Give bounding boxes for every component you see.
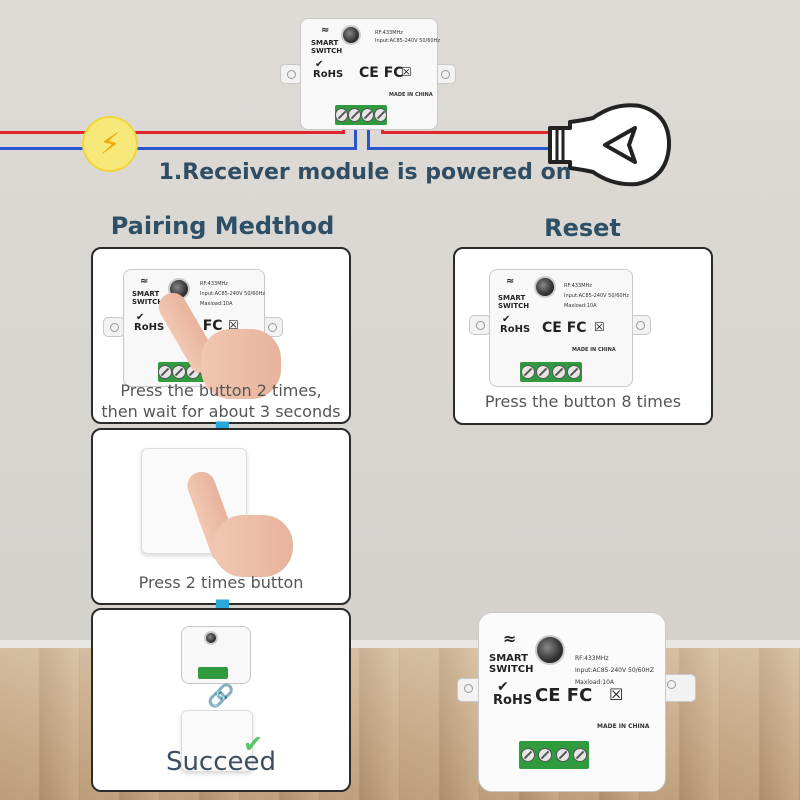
wire-drop xyxy=(367,112,370,150)
check-icon: ✔ xyxy=(502,314,511,325)
module-brand: SMART SWITCH xyxy=(132,290,164,306)
weee-icon: ☒ xyxy=(609,685,624,704)
weee-icon: ☒ xyxy=(594,320,605,334)
neutral-wire xyxy=(0,147,355,150)
step-1-caption-line1: Press the button 2 times, xyxy=(120,381,322,400)
module-brand: SMART SWITCH xyxy=(498,294,530,310)
live-wire-out xyxy=(383,131,548,134)
terminal-block xyxy=(335,105,387,125)
wifi-icon: ≈ xyxy=(321,25,330,36)
rohs-mark: RoHS xyxy=(500,324,531,335)
module-made: MADE IN CHINA xyxy=(597,723,650,730)
terminal-block xyxy=(198,667,228,679)
step-2-caption: Press 2 times button xyxy=(138,573,304,592)
live-wire xyxy=(0,131,345,134)
weee-icon: ☒ xyxy=(228,318,239,332)
module-maxload: Maxload:10A xyxy=(564,303,597,309)
rohs-mark: RoHS xyxy=(134,322,165,333)
step-1-caption-line2: then wait for about 3 seconds xyxy=(101,402,341,421)
pressing-hand-palm xyxy=(213,515,293,577)
module-input: Input:AC85-240V 50/60Hz xyxy=(375,38,440,44)
terminal-block xyxy=(519,741,589,769)
pairing-title: Pairing Medthod xyxy=(110,212,335,240)
check-icon: ✔ xyxy=(243,730,264,758)
module-made: MADE IN CHINA xyxy=(572,347,616,353)
pairing-button[interactable] xyxy=(535,635,565,665)
wifi-icon: ≈ xyxy=(506,276,515,287)
wifi-icon: ≈ xyxy=(503,629,517,648)
check-icon: ✔ xyxy=(136,312,145,323)
pairing-button[interactable] xyxy=(341,25,361,45)
module-maxload: Maxload:10A xyxy=(200,301,233,307)
cert-marks: CE FC xyxy=(535,685,593,706)
step-3-caption: Succeed xyxy=(165,747,277,777)
pairing-step-1: ≈ SMART SWITCH RF:433MHz Input:AC85-240V… xyxy=(91,247,351,424)
wall-switch[interactable] xyxy=(181,710,253,772)
headline: 1.Receiver module is powered on xyxy=(158,160,572,185)
terminal-block xyxy=(520,362,582,382)
pairing-step-2: Press 2 times button xyxy=(91,428,351,605)
wire-drop xyxy=(354,112,357,150)
module-input: Input:AC85-240V 50/60Hz xyxy=(564,293,629,299)
module-brand: SMART SWITCH xyxy=(489,653,534,675)
pairing-step-3: 🔗 ✔ Succeed xyxy=(91,608,351,792)
reset-caption: Press the button 8 times xyxy=(484,392,682,411)
pressing-hand-palm xyxy=(201,329,281,399)
module-rf: RF:433MHz xyxy=(564,283,592,289)
light-bulb-icon xyxy=(548,103,672,187)
pairing-button[interactable] xyxy=(204,631,218,645)
reset-panel: ≈ SMART SWITCH RF:433MHz Input:AC85-240V… xyxy=(453,247,713,425)
module-input: Input:AC85-240V 50/60HZ xyxy=(575,667,654,674)
module-rf: RF:433MHz xyxy=(575,655,609,662)
cert-marks: CE FC xyxy=(359,65,404,81)
neutral-wire-out xyxy=(368,147,548,150)
reset-title: Reset xyxy=(544,214,621,242)
weee-icon: ☒ xyxy=(401,65,412,79)
module-input: Input:AC85-240V 50/60Hz xyxy=(200,291,265,297)
rohs-mark: RoHS xyxy=(493,693,533,708)
module-maxload: Maxload:10A xyxy=(575,679,614,686)
module-rf: RF:433MHz xyxy=(200,281,228,287)
link-icon: 🔗 xyxy=(207,684,235,709)
rohs-mark: RoHS xyxy=(313,69,344,80)
module-brand: SMART SWITCH xyxy=(311,39,343,55)
cert-marks: CE FC xyxy=(542,320,587,336)
module-made: MADE IN CHINA xyxy=(389,92,433,98)
check-icon: ✔ xyxy=(315,59,324,70)
check-icon: ✔ xyxy=(497,679,509,695)
module-rf: RF:433MHz xyxy=(375,30,403,36)
flash-icon: ⚡ xyxy=(82,116,138,172)
reset-button[interactable] xyxy=(534,276,556,298)
wifi-icon: ≈ xyxy=(140,276,149,287)
